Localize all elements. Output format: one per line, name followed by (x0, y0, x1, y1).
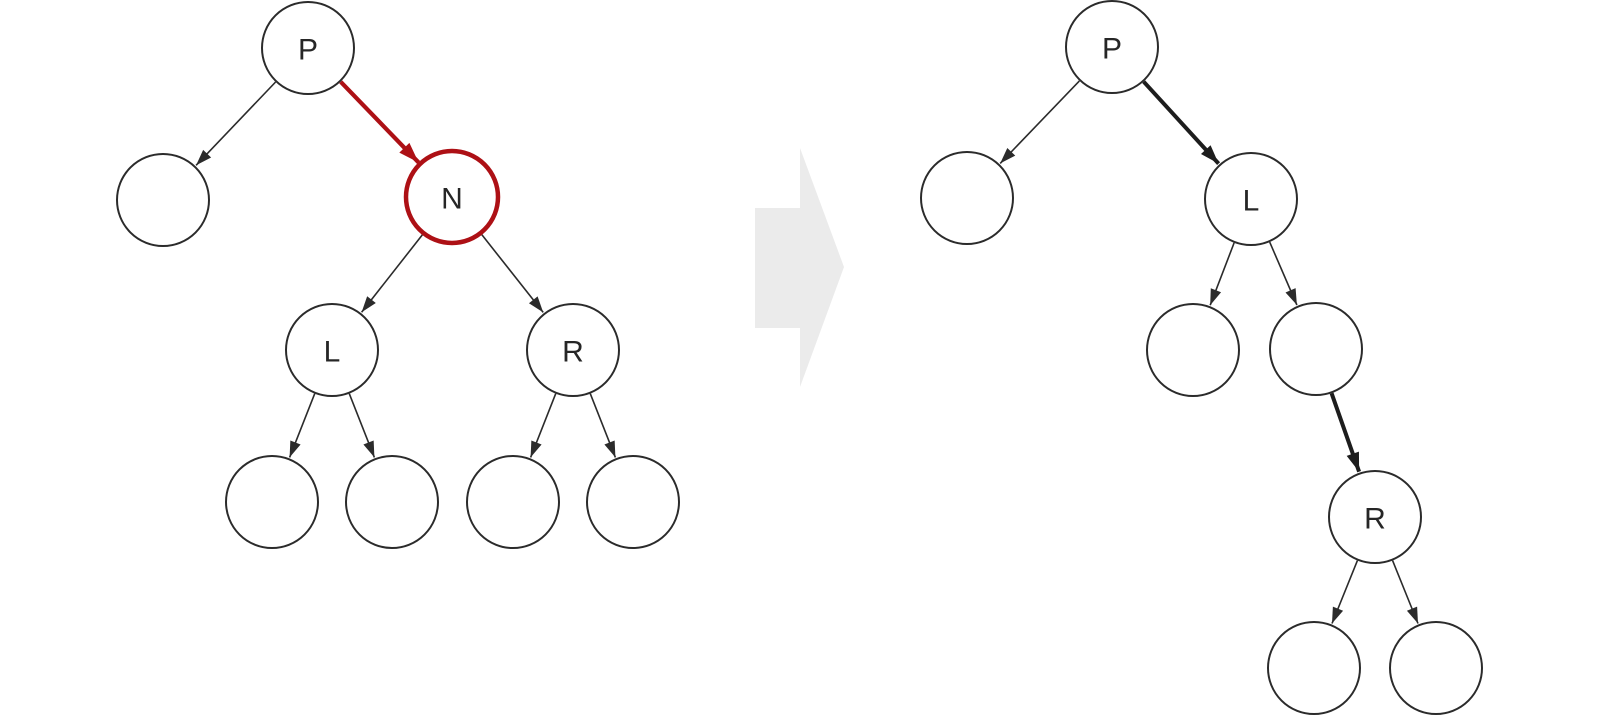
edge-N-to-R (480, 233, 544, 313)
node-P (1065, 0, 1159, 94)
node-label-L: L (324, 335, 341, 368)
edge-P-to-PL (999, 80, 1080, 164)
node-L (1204, 152, 1298, 246)
node-RL-empty (1267, 621, 1361, 715)
node-LL-empty (1146, 303, 1240, 397)
node-LL-empty (225, 455, 319, 549)
node-PL-empty (920, 151, 1014, 245)
node-label-P: P (1102, 32, 1122, 65)
edge-R-to-RL (1331, 560, 1359, 624)
edge-N-to-L (360, 233, 424, 313)
edge-R-to-RR (589, 393, 617, 458)
edge-L-to-LR (348, 393, 376, 458)
transform-arrow-icon (755, 148, 844, 387)
tree-after: P L R (920, 0, 1483, 715)
node-L (285, 303, 379, 397)
edge-LR-to-R (1329, 392, 1361, 473)
node-LR-empty (345, 455, 439, 549)
edge-R-to-RL (529, 393, 557, 458)
node-label-N: N (441, 182, 463, 215)
edge-P-to-PL (195, 81, 277, 166)
node-N (403, 148, 501, 246)
node-PL-empty (116, 153, 210, 247)
tree-before: P N L R (116, 1, 680, 549)
node-R (1328, 470, 1422, 564)
edge-L-to-LL (288, 393, 316, 458)
node-R (526, 303, 620, 397)
node-label-R: R (562, 335, 584, 368)
node-label-L: L (1243, 184, 1260, 217)
edge-L-to-LL (1209, 242, 1235, 306)
node-RL-empty (466, 455, 560, 549)
node-RR-empty (1389, 621, 1483, 715)
edge-P-to-L (1142, 80, 1221, 165)
node-RR-empty (586, 455, 680, 549)
edge-R-to-RR (1391, 560, 1419, 624)
node-LR-empty (1269, 302, 1363, 396)
edge-P-to-N (339, 80, 421, 164)
edge-L-to-LR (1268, 241, 1298, 306)
node-label-R: R (1364, 502, 1386, 535)
node-label-P: P (298, 33, 318, 66)
node-P (261, 1, 355, 95)
